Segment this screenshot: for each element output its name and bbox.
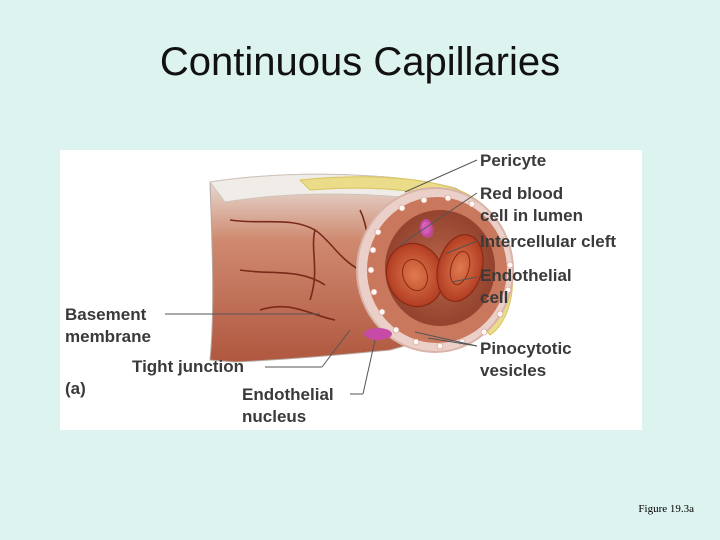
red-blood-cell [401, 258, 429, 292]
endothelial-nucleus [364, 328, 392, 340]
label-red-blood-cell-line2: cell in lumen [480, 206, 583, 225]
label-tight-junction: Tight junction [132, 357, 245, 376]
label-red-blood-cell-line1: Red blood [480, 184, 564, 203]
pinocytotic-vesicles [367, 194, 514, 350]
red-blood-cells [385, 234, 484, 308]
label-basement-line2: membrane [65, 327, 151, 346]
red-blood-cell [449, 250, 471, 286]
leader-lines [165, 159, 478, 395]
pericyte-nucleus-right [422, 222, 434, 238]
panel-label: (a) [65, 379, 86, 398]
capillary-figure: Pericyte Red blood cell in lumen Interce… [60, 150, 642, 430]
label-endothelial-cell-line1: Endothelial [480, 266, 572, 285]
label-intercellular-cleft: Intercellular cleft [480, 232, 617, 251]
red-blood-cell [436, 234, 484, 302]
label-nucleus-line1: Endothelial [242, 385, 334, 404]
label-endothelial-cell-line2: cell [480, 288, 509, 307]
endothelial-cell-borders [229, 209, 381, 321]
figure-caption: Figure 19.3a [638, 503, 694, 515]
capillary-illustration [165, 159, 514, 395]
label-nucleus-line2: nucleus [242, 407, 307, 426]
label-pinocytotic-line2: vesicles [480, 361, 547, 380]
slide-title: Continuous Capillaries [159, 40, 561, 84]
label-pinocytotic-line1: Pinocytotic [480, 339, 572, 358]
label-basement-line1: Basement [65, 305, 147, 324]
label-pericyte: Pericyte [480, 151, 547, 170]
